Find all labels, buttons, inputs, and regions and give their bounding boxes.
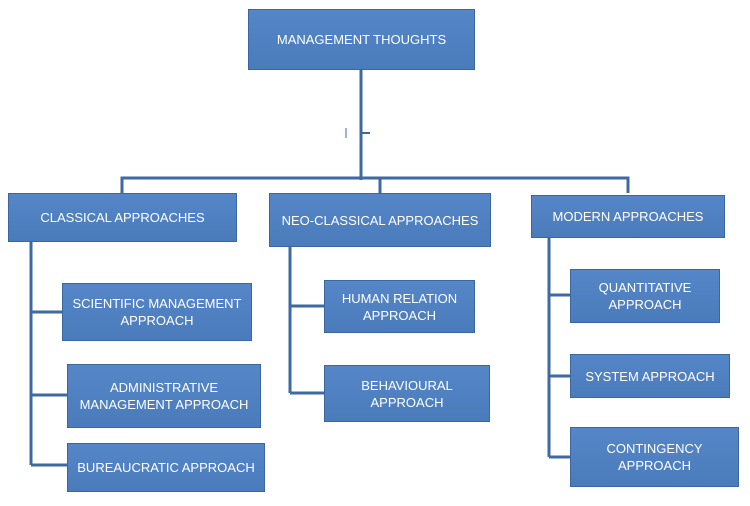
root-node: MANAGEMENT THOUGHTS <box>248 9 475 70</box>
child-label: HUMAN RELATION APPROACH <box>341 290 458 323</box>
child-node-system: SYSTEM APPROACH <box>570 354 730 398</box>
branch-label-modern: MODERN APPROACHES <box>552 209 704 224</box>
child-label: SCIENTIFIC MANAGEMENT APPROACH <box>72 296 242 328</box>
child-label: ADMINISTRATIVE MANAGEMENT APPROACH <box>79 380 249 412</box>
child-node-human-relation: HUMAN RELATION APPROACH <box>324 280 475 333</box>
branch-node-modern: MODERN APPROACHES <box>531 195 725 238</box>
child-label: SYSTEM APPROACH <box>585 368 715 384</box>
branch-label-classical: CLASSICAL APPROACHES <box>40 210 205 225</box>
branch-node-neo-classical: NEO-CLASSICAL APPROACHES <box>269 193 491 247</box>
child-label: CONTINGENCY APPROACH <box>606 441 703 473</box>
child-node-contingency: CONTINGENCY APPROACH <box>570 427 739 487</box>
child-node-quantitative: QUANTITATIVE APPROACH <box>570 269 720 323</box>
child-label: QUANTITATIVE APPROACH <box>598 280 692 312</box>
branch-node-classical: CLASSICAL APPROACHES <box>8 193 237 242</box>
child-node-administrative-management: ADMINISTRATIVE MANAGEMENT APPROACH <box>67 364 261 428</box>
child-node-scientific-management: SCIENTIFIC MANAGEMENT APPROACH <box>62 283 252 341</box>
root-label: MANAGEMENT THOUGHTS <box>276 32 447 47</box>
branch-bus-line <box>120 176 630 193</box>
child-node-bureaucratic: BUREAUCRATIC APPROACH <box>67 443 265 492</box>
child-label: BEHAVIOURAL APPROACH <box>361 377 453 410</box>
child-node-behavioural: BEHAVIOURAL APPROACH <box>324 365 490 422</box>
child-label: BUREAUCRATIC APPROACH <box>77 460 255 475</box>
branch-label-neo-classical: NEO-CLASSICAL APPROACHES <box>281 212 479 228</box>
